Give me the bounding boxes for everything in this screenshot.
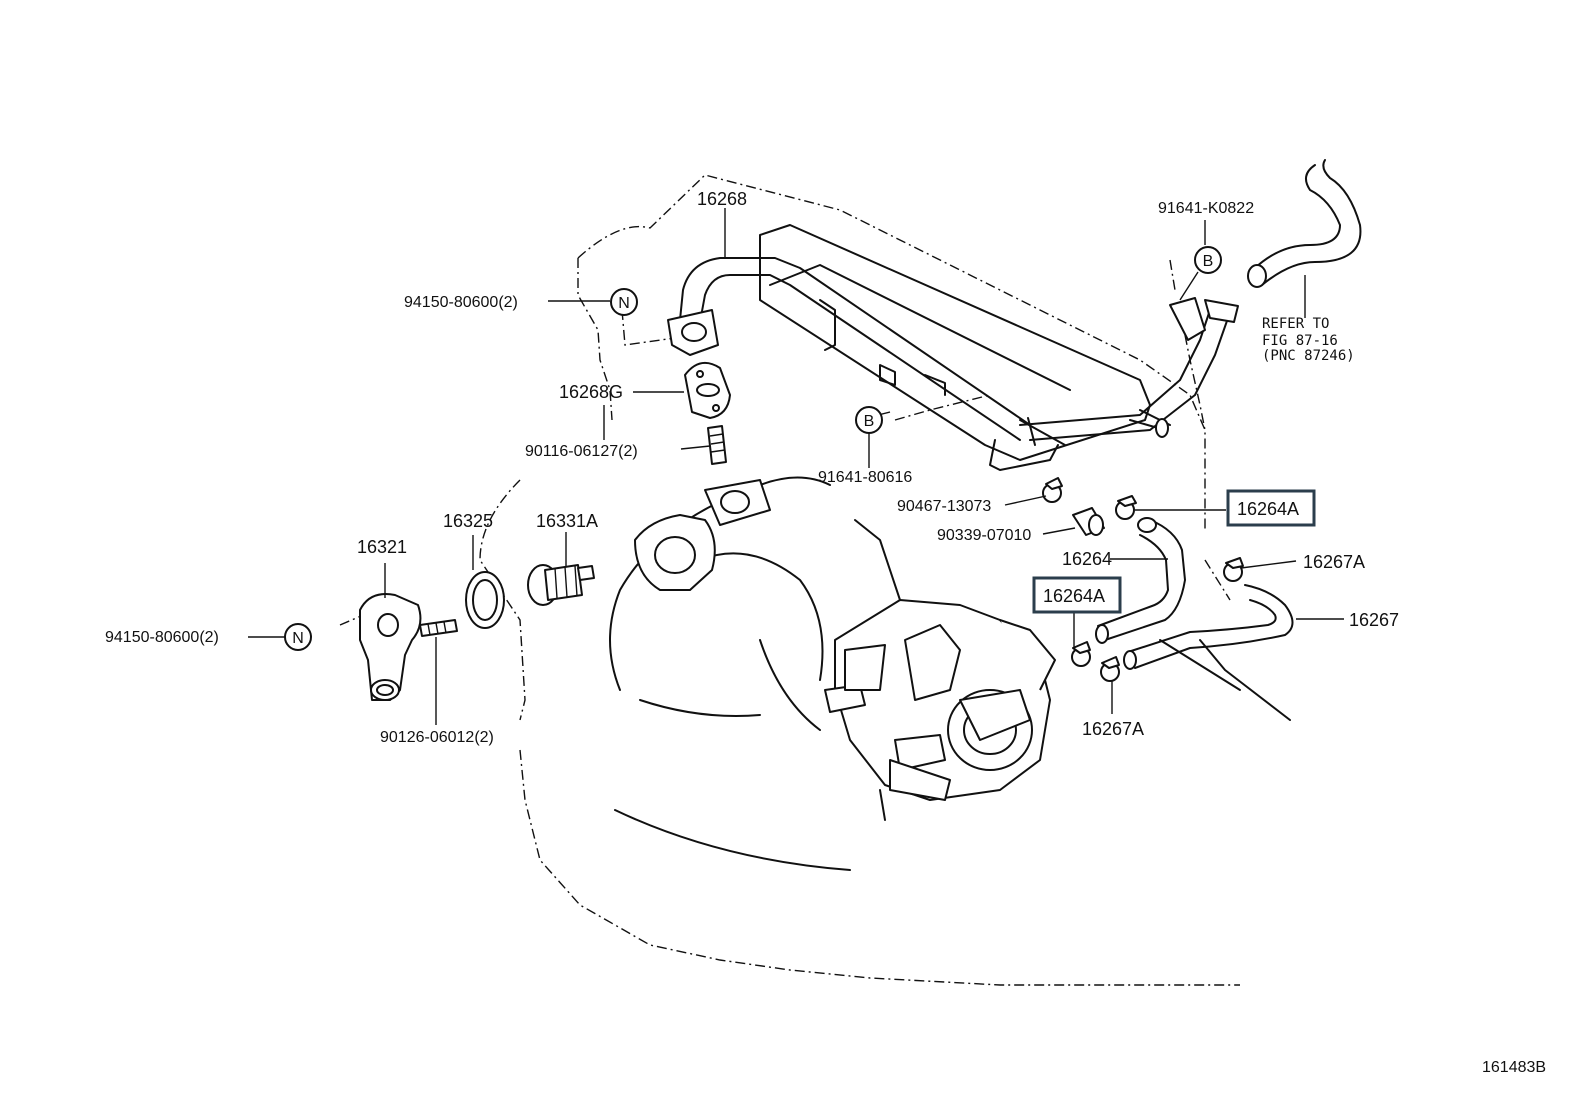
callout-b-top: B xyxy=(1194,246,1222,274)
label-91641-80616: 91641-80616 xyxy=(818,469,912,486)
clamp-16264a-top xyxy=(1115,495,1137,520)
clamp-16264a-mid xyxy=(1071,641,1091,667)
label-16268: 16268 xyxy=(697,189,747,209)
label-16264a-mid: 16264A xyxy=(1043,586,1105,606)
water-inlet-16321 xyxy=(359,593,422,701)
heater-hose-ref xyxy=(1247,159,1362,288)
part-labels: 16268 91641-K0822 94150-80600(2) REFER T… xyxy=(105,189,1546,1076)
callout-n-left: N xyxy=(284,623,312,651)
highlight-box-16264a-mid xyxy=(1032,576,1122,614)
label-16325: 16325 xyxy=(443,511,493,531)
label-refer-line2: FIG 87-16 xyxy=(1262,333,1338,349)
callout-b-mid: B xyxy=(855,406,883,434)
clamp-16267a-right xyxy=(1223,557,1244,582)
svg-text:B: B xyxy=(1203,253,1214,270)
callout-n-top: N xyxy=(610,288,638,316)
label-16264a-top: 16264A xyxy=(1237,499,1299,519)
label-diagram-id: 161483B xyxy=(1482,1059,1546,1076)
label-90116: 90116-06127(2) xyxy=(525,443,638,460)
stud-90126 xyxy=(419,619,458,637)
label-refer-line3: (PNC 87246) xyxy=(1262,348,1355,364)
label-16321: 16321 xyxy=(357,537,407,557)
highlight-box-16264a-top xyxy=(1226,489,1316,527)
clamp-16267a-bottom xyxy=(1100,656,1120,682)
bypass-pipe-16268 xyxy=(667,257,1239,446)
label-90339: 90339-07010 xyxy=(937,527,1031,544)
thermostat-boss xyxy=(634,479,771,591)
clamp-90467 xyxy=(1042,477,1063,503)
svg-text:N: N xyxy=(292,630,304,647)
label-94150-top: 94150-80600(2) xyxy=(404,294,518,311)
label-16331a: 16331A xyxy=(536,511,598,531)
label-16267a-right: 16267A xyxy=(1303,552,1365,572)
gasket-16325 xyxy=(465,571,505,629)
label-16264: 16264 xyxy=(1062,549,1112,569)
cylinder-head xyxy=(759,224,1151,471)
hose-16264 xyxy=(1095,517,1186,644)
label-90467: 90467-13073 xyxy=(897,498,991,515)
svg-text:B: B xyxy=(864,413,875,430)
stud-90116 xyxy=(707,425,727,465)
plug-90339 xyxy=(1072,507,1105,536)
thermostat-16331a xyxy=(527,564,595,606)
gasket-16268g xyxy=(684,361,731,419)
label-91641-k0822: 91641-K0822 xyxy=(1158,200,1254,217)
label-94150-left: 94150-80600(2) xyxy=(105,629,219,646)
svg-text:N: N xyxy=(618,295,630,312)
hose-16267 xyxy=(1123,584,1294,670)
label-16267: 16267 xyxy=(1349,610,1399,630)
label-refer-line1: REFER TO xyxy=(1262,316,1329,332)
label-90126: 90126-06012(2) xyxy=(380,729,494,746)
engine-outline xyxy=(339,174,1240,986)
label-16268g: 16268G xyxy=(559,382,623,402)
label-16267a-bottom: 16267A xyxy=(1082,719,1144,739)
throttle-body xyxy=(824,599,1056,821)
leader-lines xyxy=(248,208,1344,725)
